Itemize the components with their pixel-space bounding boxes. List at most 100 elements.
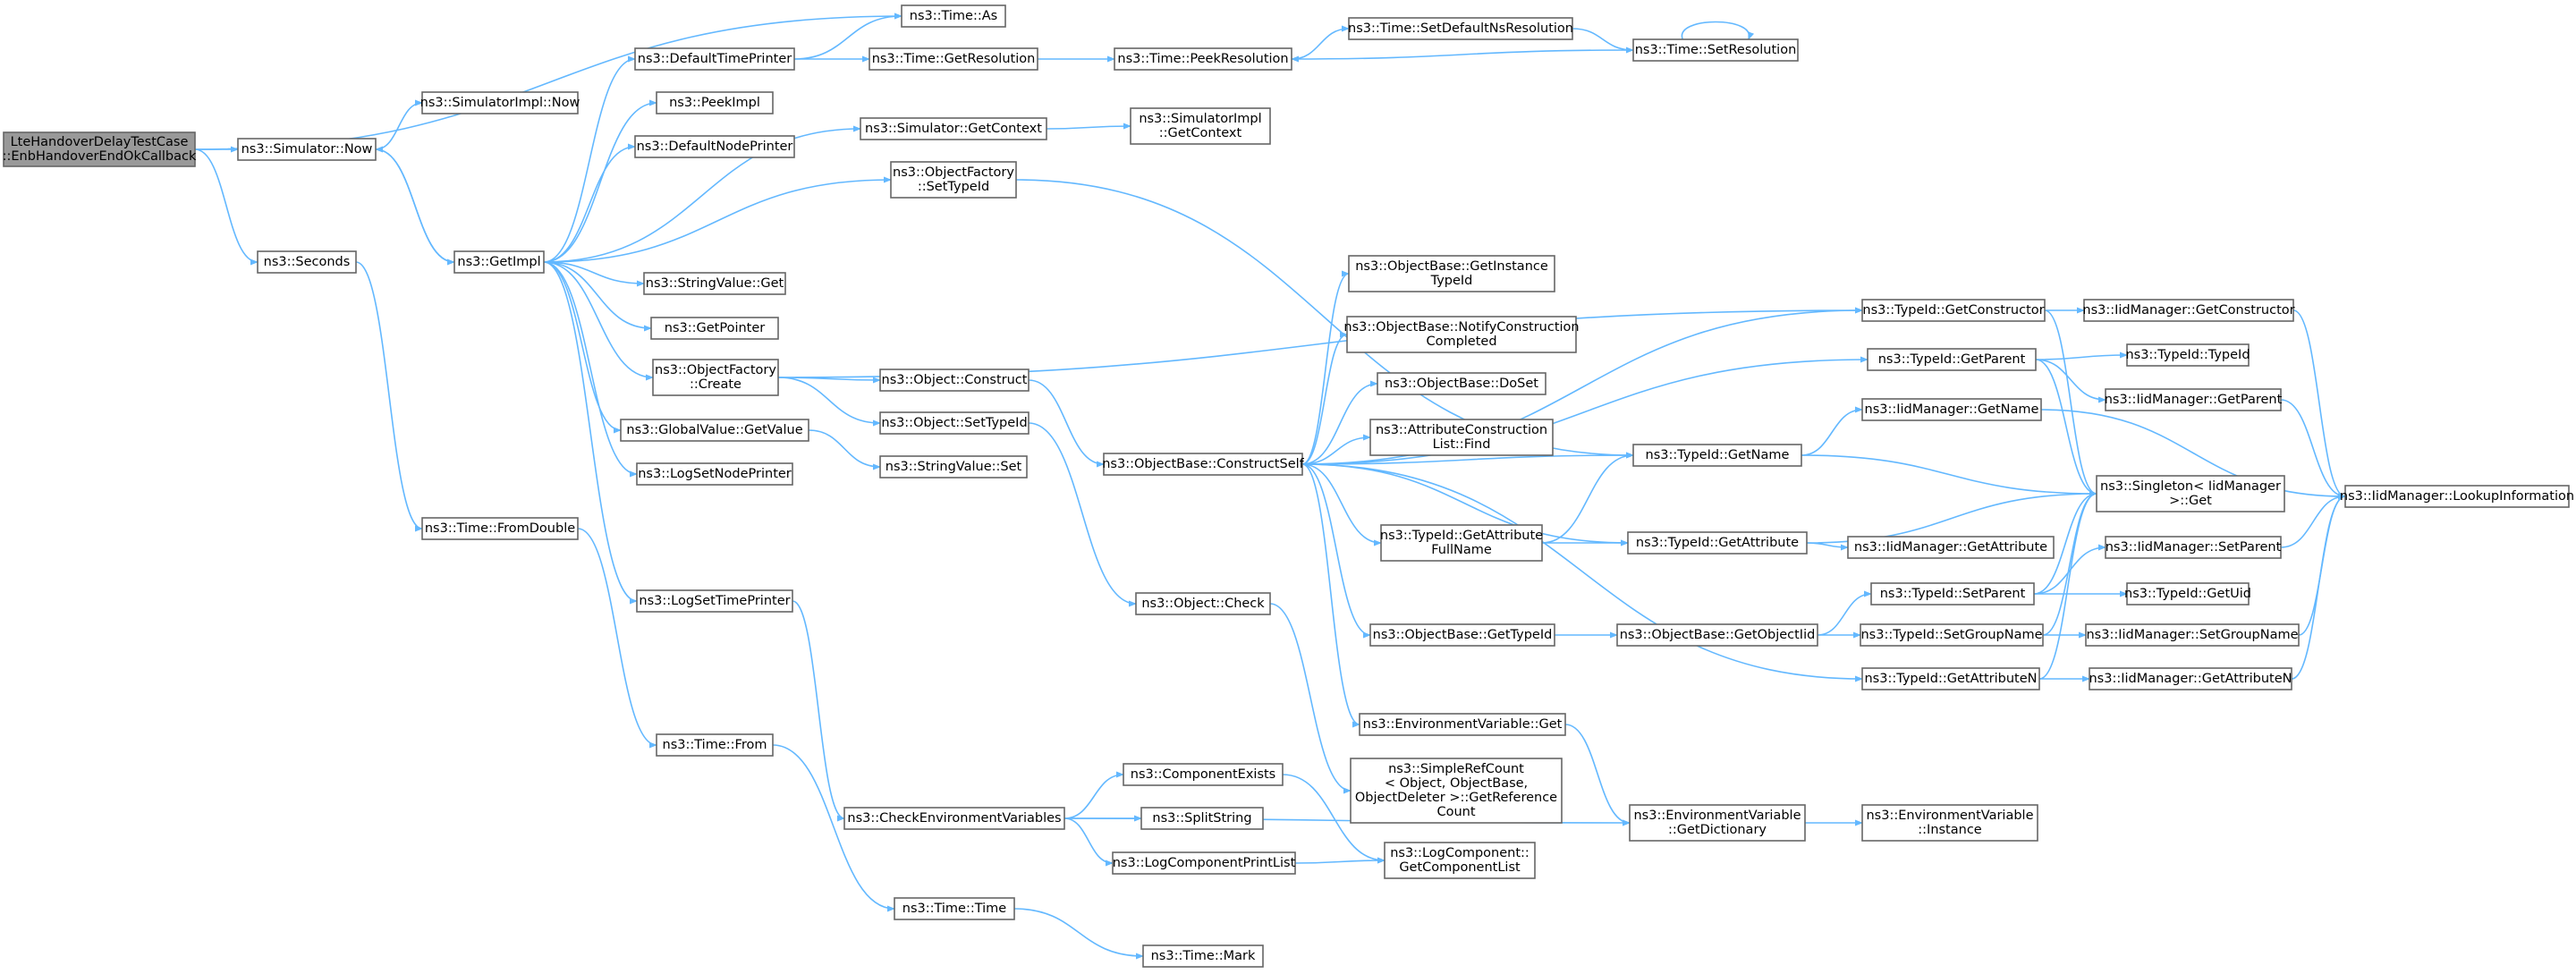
node-label: ns3::TypeId::GetAttribute (1636, 536, 1799, 550)
node-label: List::Find (1433, 437, 1491, 452)
node-time-from[interactable]: ns3::Time::From (656, 733, 774, 757)
node-label: ns3::SimpleRefCount (1388, 762, 1524, 776)
node-label: ns3::EnvironmentVariable (1633, 809, 1801, 823)
node-sim-get-context[interactable]: ns3::Simulator::GetContext (860, 117, 1047, 140)
node-box (2126, 343, 2250, 367)
edge-iid-get-constructor-to-iid-lookup-info (2292, 309, 2346, 500)
node-env-var-get[interactable]: ns3::EnvironmentVariable::Get (1359, 713, 1566, 736)
node-iid-get-parent[interactable]: ns3::IidManager::GetParent (2105, 388, 2283, 411)
node-string-value-get[interactable]: ns3::StringValue::Get (643, 272, 786, 295)
node-sim-now[interactable]: ns3::Simulator::Now (237, 138, 377, 161)
node-label: ns3::Time::SetDefaultNsResolution (1348, 21, 1573, 36)
node-obj-base-get-object-iid[interactable]: ns3::ObjectBase::GetObjectIid (1616, 623, 1818, 647)
node-type-id-get-uid[interactable]: ns3::TypeId::GetUid (2124, 582, 2251, 606)
node-time-as[interactable]: ns3::Time::As (901, 4, 1006, 28)
node-comp-exists[interactable]: ns3::ComponentExists (1123, 763, 1284, 786)
node-time-mark[interactable]: ns3::Time::Mark (1142, 944, 1264, 968)
node-time-get-res[interactable]: ns3::Time::GetResolution (869, 47, 1038, 71)
node-box (634, 47, 795, 71)
edge-get-impl-to-obj-fact-create (543, 261, 654, 381)
edge-type-id-get-parent-to-type-id-type-id (2035, 351, 2128, 360)
edge-iid-set-parent-to-iid-lookup-info (2280, 493, 2346, 548)
node-iid-get-attr-n[interactable]: ns3::IidManager::GetAttributeN (2089, 667, 2292, 690)
node-label: ns3::StringValue::Get (646, 276, 784, 291)
node-simple-ref-count[interactable]: ns3::SimpleRefCount< Object, ObjectBase,… (1350, 758, 1563, 824)
node-obj-base-construct-self[interactable]: ns3::ObjectBase::ConstructSelf (1102, 453, 1305, 476)
node-time-peek-res[interactable]: ns3::Time::PeekResolution (1114, 47, 1292, 71)
node-root[interactable]: LteHandoverDelayTestCase::EnbHandoverEnd… (3, 131, 197, 167)
node-time-time[interactable]: ns3::Time::Time (894, 897, 1015, 920)
node-obj-set-type-id[interactable]: ns3::Object::SetTypeId (879, 411, 1030, 435)
node-type-id-set-group-name[interactable]: ns3::TypeId::SetGroupName (1860, 623, 2044, 647)
node-obj-base-do-set[interactable]: ns3::ObjectBase::DoSet (1377, 372, 1546, 395)
node-time-from-double[interactable]: ns3::Time::FromDouble (421, 517, 579, 540)
node-label: ns3::TypeId::SetParent (1880, 587, 2026, 601)
node-iid-set-parent[interactable]: ns3::IidManager::SetParent (2105, 536, 2282, 559)
node-label: ns3::ComponentExists (1131, 767, 1276, 782)
node-type-id-get-attr-n[interactable]: ns3::TypeId::GetAttributeN (1861, 667, 2040, 690)
node-box (421, 91, 579, 114)
node-get-pointer[interactable]: ns3::GetPointer (650, 317, 779, 340)
node-type-id-set-parent[interactable]: ns3::TypeId::SetParent (1870, 582, 2035, 606)
node-split-string[interactable]: ns3::SplitString (1140, 807, 1264, 830)
node-env-var-get-dict[interactable]: ns3::EnvironmentVariable::GetDictionary (1629, 804, 1806, 842)
node-iid-get-name[interactable]: ns3::IidManager::GetName (1861, 398, 2042, 421)
node-iid-get-attr[interactable]: ns3::IidManager::GetAttribute (1847, 536, 2055, 559)
node-box (1870, 582, 2035, 606)
node-iid-lookup-info[interactable]: ns3::IidManager::LookupInformation (2340, 485, 2574, 508)
node-obj-fact-set-type-id[interactable]: ns3::ObjectFactory::SetTypeId (890, 161, 1017, 199)
node-label: LteHandoverDelayTestCase (11, 135, 189, 149)
node-obj-check[interactable]: ns3::Object::Check (1135, 592, 1271, 615)
node-label: ns3::IidManager::SetGroupName (2086, 628, 2298, 642)
node-type-id-get-constructor[interactable]: ns3::TypeId::GetConstructor (1861, 299, 2046, 322)
node-log-comp-print-list[interactable]: ns3::LogComponentPrintList (1112, 851, 1296, 875)
edge-obj-base-get-object-iid-to-type-id-set-parent (1817, 590, 1872, 636)
node-box (650, 317, 779, 340)
node-log-comp-get-list[interactable]: ns3::LogComponent::GetComponentList (1384, 842, 1536, 879)
node-label: ns3::IidManager::LookupInformation (2340, 489, 2574, 504)
node-obj-construct[interactable]: ns3::Object::Construct (879, 368, 1030, 392)
node-type-id-get-attr[interactable]: ns3::TypeId::GetAttribute (1627, 531, 1808, 555)
node-type-id-get-name[interactable]: ns3::TypeId::GetName (1632, 444, 1802, 467)
node-sim-impl-get-context[interactable]: ns3::SimulatorImpl::GetContext (1130, 107, 1271, 145)
node-box (2083, 299, 2294, 322)
node-string-value-set[interactable]: ns3::StringValue::Set (879, 455, 1028, 479)
node-box (1348, 255, 1555, 292)
node-type-id-get-parent[interactable]: ns3::TypeId::GetParent (1867, 348, 2037, 371)
node-obj-fact-create[interactable]: ns3::ObjectFactory::Create (652, 359, 779, 396)
node-global-value-get[interactable]: ns3::GlobalValue::GetValue (620, 419, 809, 442)
node-iid-get-constructor[interactable]: ns3::IidManager::GetConstructor (2082, 299, 2295, 322)
node-time-set-res[interactable]: ns3::Time::SetResolution (1632, 38, 1799, 62)
node-type-id-type-id[interactable]: ns3::TypeId::TypeId (2125, 343, 2250, 367)
node-label: ::Instance (1918, 823, 1982, 837)
node-label: ns3::TypeId::GetAttribute (1380, 529, 1543, 543)
edge-obj-fact-create-to-obj-set-type-id (777, 377, 881, 427)
edge-obj-base-construct-self-to-type-id-get-name (1301, 452, 1634, 465)
node-log-set-time-printer[interactable]: ns3::LogSetTimePrinter (636, 589, 793, 613)
node-seconds[interactable]: ns3::Seconds (257, 250, 357, 274)
node-obj-base-get-type-id[interactable]: ns3::ObjectBase::GetTypeId (1369, 623, 1555, 647)
node-sim-impl-now[interactable]: ns3::SimulatorImpl::Now (420, 91, 580, 114)
node-env-var-instance[interactable]: ns3::EnvironmentVariable::Instance (1861, 804, 2038, 842)
node-singleton-get[interactable]: ns3::Singleton< IidManager >::Get (2096, 475, 2285, 512)
node-label: ns3::CheckEnvironmentVariables (847, 811, 1061, 826)
node-check-env-vars[interactable]: ns3::CheckEnvironmentVariables (843, 807, 1065, 830)
node-label: TypeId (1430, 274, 1473, 288)
node-box (1369, 623, 1555, 647)
node-time-set-def-ns-res[interactable]: ns3::Time::SetDefaultNsResolution (1348, 17, 1573, 40)
node-obj-base-notify[interactable]: ns3::ObjectBase::NotifyConstructionCompl… (1343, 316, 1580, 353)
node-label: >::Get (2169, 494, 2212, 508)
node-def-time-printer[interactable]: ns3::DefaultTimePrinter (634, 47, 795, 71)
edge-get-impl-to-sim-get-context (543, 125, 861, 263)
edge-obj-base-construct-self-to-obj-base-do-set (1301, 380, 1378, 465)
node-peek-impl[interactable]: ns3::PeekImpl (656, 91, 774, 114)
node-log-set-node-printer[interactable]: ns3::LogSetNodePrinter (636, 462, 793, 486)
node-iid-set-group-name[interactable]: ns3::IidManager::SetGroupName (2085, 623, 2300, 647)
node-get-impl[interactable]: ns3::GetImpl (453, 250, 545, 274)
node-box (1861, 804, 2038, 842)
node-def-node-printer[interactable]: ns3::DefaultNodePrinter (634, 135, 795, 158)
